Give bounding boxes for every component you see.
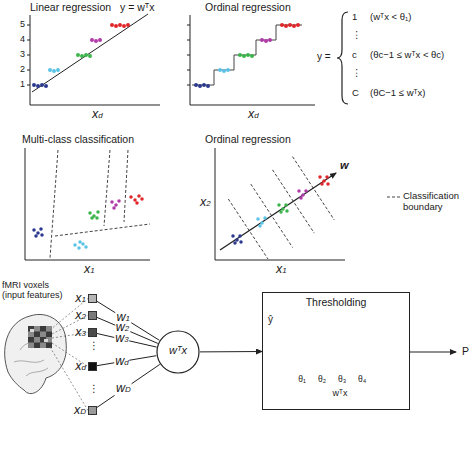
input-caption: fMRI voxels (input features) — [2, 280, 72, 301]
data-points — [112, 201, 119, 208]
legend-sample — [387, 197, 401, 198]
formula-text: y = — [317, 51, 331, 63]
regression-line — [32, 14, 148, 92]
classification-boundaries — [50, 150, 150, 258]
ellipsis: ⋮ — [89, 340, 99, 352]
data-points — [320, 177, 328, 184]
weighted-sum-circle: wᵀx — [156, 330, 200, 374]
threshold-label: θ₁ — [298, 375, 306, 385]
axis-label: wᵀx — [333, 388, 348, 398]
data-points — [78, 55, 90, 56]
weight-label: wD — [115, 382, 132, 396]
connector — [97, 364, 160, 407]
axis-label: xd — [92, 107, 103, 121]
axis-label: x2 — [200, 195, 211, 209]
circle-outline — [157, 331, 199, 373]
panel-title: Linear regression — [30, 1, 111, 13]
input-feature: x3 — [88, 328, 97, 337]
brain-outline — [5, 314, 67, 393]
plot-axes — [190, 15, 315, 105]
formula-text: (θc−1 ≤ wᵀx < θc) — [370, 50, 444, 61]
data-points — [196, 85, 208, 86]
formula-text: (wᵀx < θ₁) — [370, 12, 411, 23]
input-feature: x2 — [88, 311, 97, 320]
weight-label: w3 — [114, 332, 129, 346]
formula-text: ⋮ — [352, 30, 362, 41]
axis-label: xd — [248, 107, 259, 121]
data-points — [299, 191, 306, 198]
box-title: Thresholding — [263, 296, 409, 308]
data-points — [34, 229, 42, 236]
data-points — [92, 40, 100, 41]
threshold-label: θ₃ — [338, 375, 346, 385]
classification-boundaries — [228, 157, 334, 259]
weight-label: wd — [114, 355, 129, 369]
input-label: x3 — [75, 325, 86, 339]
legend-text: Classification boundary — [403, 191, 471, 213]
threshold-label: θ₄ — [358, 375, 366, 385]
axis-label: x1 — [84, 262, 95, 276]
panel-title: Multi-class classification — [22, 133, 134, 145]
data-points — [131, 196, 142, 203]
formula-brace — [337, 12, 348, 104]
voxel-grid — [30, 329, 48, 342]
tick-label: 1 — [20, 79, 25, 89]
voxel-grid — [28, 326, 52, 348]
output-label: P — [462, 345, 469, 357]
formula-text: (θC−1 ≤ wᵀx) — [370, 88, 426, 99]
data-points — [90, 212, 98, 218]
input-feature: xd — [88, 362, 97, 371]
panel-title: Ordinal regression — [205, 133, 291, 145]
input-feature: x1 — [88, 294, 97, 303]
data-points — [75, 242, 86, 248]
formula-text: y = wᵀx — [120, 1, 155, 13]
formula-text: 1 — [352, 12, 357, 23]
input-label: x2 — [75, 308, 86, 322]
threshold-label: θ₂ — [318, 375, 326, 385]
data-points — [112, 25, 128, 26]
step-function — [192, 25, 302, 85]
connector — [200, 351, 262, 352]
input-label: xD — [74, 403, 86, 417]
axis-ticks — [27, 25, 30, 85]
voxel-leader-lines — [50, 299, 88, 411]
formula-text: ⋮ — [352, 68, 362, 79]
input-label: xd — [75, 359, 86, 373]
plot-axes — [25, 148, 150, 260]
data-points — [220, 70, 228, 71]
ellipsis: ⋮ — [89, 383, 99, 395]
axis-ticks — [187, 25, 190, 85]
weight-vector-arrow — [220, 173, 336, 250]
data-points — [262, 40, 270, 41]
input-feature: xD — [88, 406, 97, 415]
tick-label: 4 — [20, 34, 25, 44]
tick-label: 3 — [20, 49, 25, 59]
voxel-grid — [28, 326, 52, 348]
formula-text: c — [352, 50, 357, 61]
input-label: x1 — [75, 291, 86, 305]
output-arrow — [410, 351, 456, 352]
plot-axes — [30, 15, 160, 105]
data-points — [240, 55, 252, 56]
axis-label: x1 — [276, 262, 287, 276]
circle-label: wᵀx — [156, 344, 200, 356]
data-points — [258, 218, 265, 226]
tick-label: 2 — [20, 64, 25, 74]
data-points — [233, 236, 241, 243]
tick-label: 5 — [20, 19, 25, 29]
data-points — [50, 70, 58, 71]
axis-label: ŷ — [268, 314, 273, 326]
data-points — [279, 205, 287, 212]
plot-axes — [215, 148, 345, 260]
formula-text: C — [352, 88, 359, 99]
panel-title: Ordinal regression — [205, 1, 291, 13]
vector-label: w — [340, 159, 349, 172]
data-points — [282, 25, 298, 26]
data-points — [34, 85, 46, 86]
